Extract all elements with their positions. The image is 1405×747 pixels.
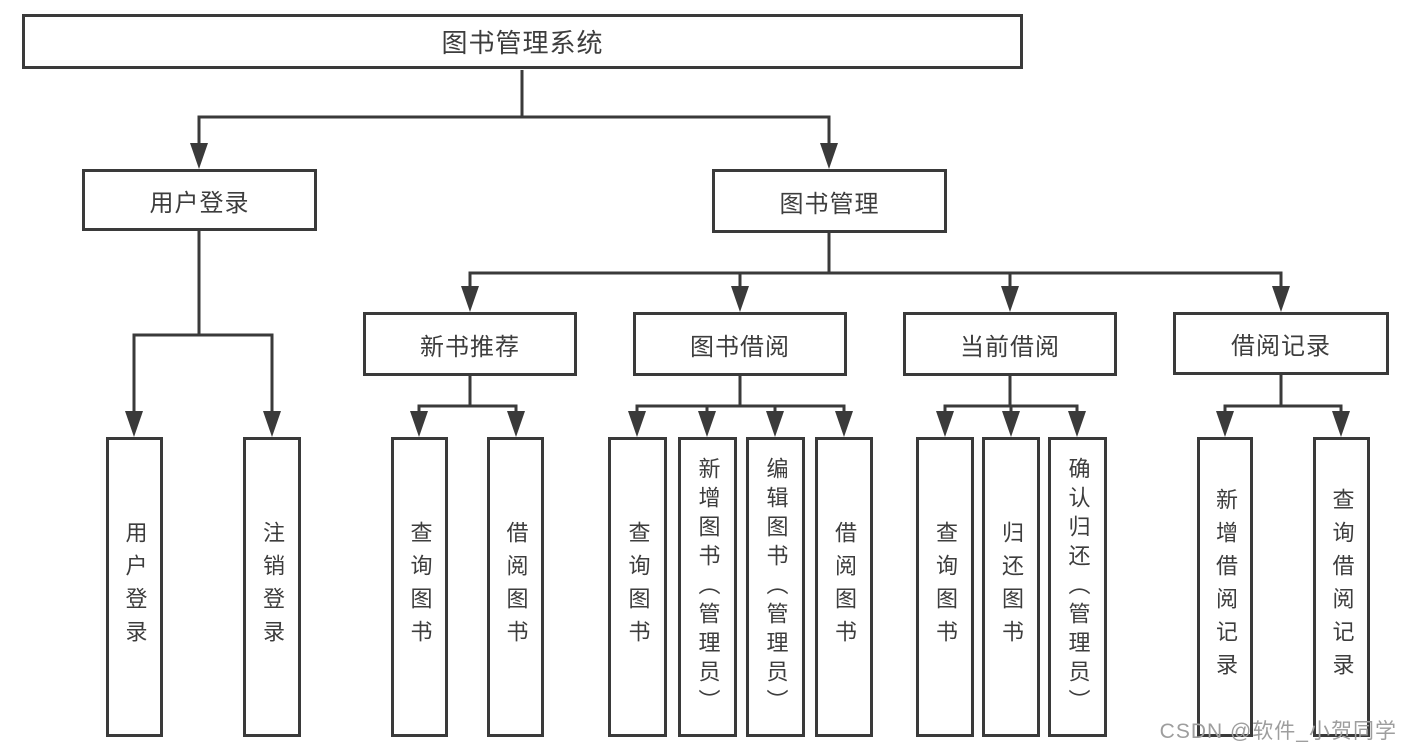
node-new-book-recommend: 新书推荐 [363,312,577,376]
leaf-records-add-record: 新增借阅记录 [1197,437,1253,737]
node-current-borrow: 当前借阅 [903,312,1117,376]
leaf-user-login: 用户登录 [106,437,163,737]
leaf-borrow-query-books-label: 查询图书 [625,521,651,653]
leaf-current-confirm-return-admin: 确认归还（管理员） [1048,437,1107,737]
node-book-borrow: 图书借阅 [633,312,847,376]
leaf-current-return-books: 归还图书 [982,437,1040,737]
leaf-logout-label: 注销登录 [260,521,285,653]
node-root: 图书管理系统 [22,14,1023,69]
leaf-borrow-add-books-admin-label: 新增图书（管理员） [695,456,721,718]
leaf-records-add-record-label: 新增借阅记录 [1213,488,1238,686]
leaf-recommend-query-books-label: 查询图书 [407,521,433,653]
node-user-login: 用户登录 [82,169,317,231]
leaf-borrow-edit-books-admin-label: 编辑图书（管理员） [763,456,789,718]
leaf-current-query-books: 查询图书 [916,437,974,737]
leaf-borrow-borrow-books: 借阅图书 [815,437,873,737]
node-book-management: 图书管理 [712,169,947,233]
leaf-records-query-record-label: 查询借阅记录 [1329,488,1355,686]
leaf-current-return-books-label: 归还图书 [999,521,1024,653]
leaf-borrow-edit-books-admin: 编辑图书（管理员） [746,437,805,737]
node-borrow-records: 借阅记录 [1173,312,1389,375]
connector-arrowheads [125,143,1350,437]
leaf-recommend-query-books: 查询图书 [391,437,448,737]
leaf-recommend-borrow-books: 借阅图书 [487,437,544,737]
leaf-current-confirm-return-admin-label: 确认归还（管理员） [1065,456,1091,718]
leaf-logout: 注销登录 [243,437,301,737]
leaf-records-query-record: 查询借阅记录 [1313,437,1370,737]
connector-shafts [132,70,1343,416]
leaf-user-login-label: 用户登录 [122,521,148,653]
leaf-borrow-borrow-books-label: 借阅图书 [832,521,857,653]
leaf-borrow-query-books: 查询图书 [608,437,667,737]
leaf-recommend-borrow-books-label: 借阅图书 [503,521,529,653]
leaf-current-query-books-label: 查询图书 [933,521,958,653]
csdn-watermark: CSDN @软件_小贺同学 [1159,720,1397,743]
leaf-borrow-add-books-admin: 新增图书（管理员） [678,437,737,737]
